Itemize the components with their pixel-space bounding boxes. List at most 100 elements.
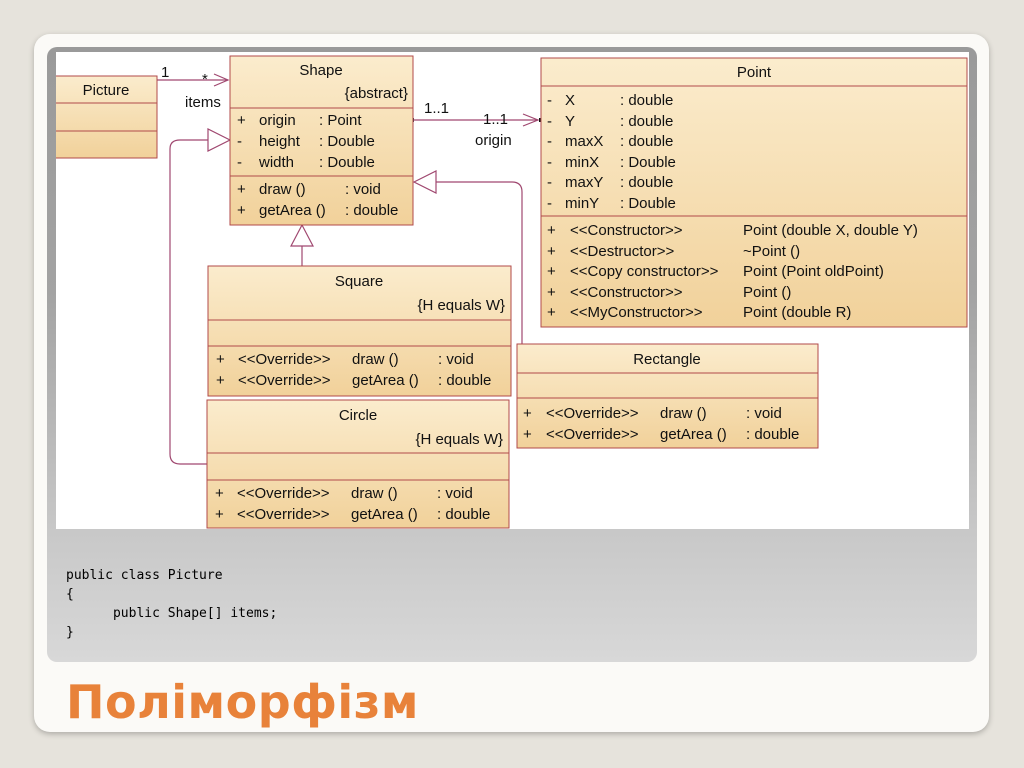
op-vis: + [237,202,246,219]
op-type: : void [437,485,473,502]
op-name: draw () [351,485,398,502]
op-type: : double [437,506,490,523]
class-shape-stereotype: {abstract} [345,85,408,102]
class-picture[interactable] [56,75,158,159]
class-square-constraint: {H equals W} [417,297,505,314]
attr-vis: - [547,174,552,191]
op-stereotype: <<Constructor>> [570,284,683,301]
op-type: : double [746,426,799,443]
assoc-items-source-mult: 1 [161,64,169,81]
op-name: draw () [259,181,306,198]
assoc-origin-role: origin [475,132,512,149]
attr-vis: + [237,112,246,129]
class-rectangle-operations: + <<Override>> draw () : void + <<Overri… [523,405,799,443]
attr-vis: - [547,133,552,150]
op-name: getArea () [660,426,727,443]
op-vis: + [547,304,556,321]
assoc-origin-source-mult: 1..1 [424,100,449,117]
connectors [157,73,540,465]
code-line: public class Picture [66,568,223,583]
op-vis: + [523,405,532,422]
attr-type: : double [620,92,673,109]
op-vis: + [237,181,246,198]
attr-name: height [259,133,301,150]
class-square[interactable] [207,265,512,397]
op-vis: + [215,506,224,523]
assoc-origin-target-mult: 1..1 [483,111,508,128]
op-vis: + [547,222,556,239]
class-circle[interactable] [206,399,510,529]
class-circle-name: Circle [339,407,377,424]
op-vis: + [547,243,556,260]
op-type: : void [345,181,381,198]
assoc-items-role: items [185,94,221,111]
op-vis: + [547,263,556,280]
op-vis: + [215,485,224,502]
attr-type: : double [620,113,673,130]
op-signature: Point (Point oldPoint) [743,263,884,280]
class-shape[interactable] [229,55,414,226]
op-name: getArea () [352,372,419,389]
op-stereotype: <<Copy constructor>> [570,263,719,280]
code-line: { [66,587,74,602]
attr-vis: - [547,154,552,171]
attr-name: Y [565,113,575,130]
op-signature: Point () [743,284,791,301]
op-signature: ~Point () [743,243,800,260]
attr-name: maxX [565,133,603,150]
op-type: : void [746,405,782,422]
op-type: : void [438,351,474,368]
class-circle-constraint: {H equals W} [415,431,503,448]
attr-type: : Double [620,195,676,212]
op-stereotype: <<Constructor>> [570,222,683,239]
assoc-items-arrowhead [213,73,230,87]
attr-type: : double [620,133,673,150]
attr-name: maxY [565,174,603,191]
gen-rectangle-triangle [412,170,437,194]
attr-name: origin [259,112,296,129]
code-line: public Shape[] items; [66,606,278,621]
class-rectangle-name: Rectangle [633,351,701,368]
assoc-origin-arrowhead [522,113,540,127]
slide-title: Поліморфізм [66,675,419,729]
code-line: } [66,625,74,640]
attr-type: : Double [319,133,375,150]
class-shape-name: Shape [299,62,342,79]
assoc-items-target-mult: * [202,71,208,88]
op-stereotype: <<Override>> [546,405,639,422]
attr-type: : Point [319,112,362,129]
op-stereotype: <<Override>> [237,506,330,523]
op-vis: + [523,426,532,443]
class-square-operations: + <<Override>> draw () : void + <<Overri… [216,351,491,389]
op-name: getArea () [351,506,418,523]
attr-vis: - [547,113,552,130]
uml-class-diagram: 1 * items 1..1 1..1 origin Picture Shape… [56,52,969,529]
attr-name: X [565,92,575,109]
gen-rectangle-line [436,181,523,344]
attr-vis: - [237,133,242,150]
class-point-name: Point [737,64,772,81]
attr-type: : double [620,174,673,191]
attr-name: width [258,154,294,171]
class-rectangle[interactable] [516,343,819,449]
op-name: draw () [352,351,399,368]
attr-type: : Double [319,154,375,171]
attr-vis: - [237,154,242,171]
gen-square-triangle [290,223,314,247]
op-type: : double [345,202,398,219]
op-stereotype: <<Override>> [237,485,330,502]
op-stereotype: <<Override>> [238,372,331,389]
op-type: : double [438,372,491,389]
attr-type: : Double [620,154,676,171]
op-stereotype: <<Override>> [238,351,331,368]
op-stereotype: <<MyConstructor>> [570,304,703,321]
class-point[interactable] [540,57,968,328]
attr-vis: - [547,92,552,109]
op-vis: + [216,351,225,368]
op-signature: Point (double R) [743,304,851,321]
op-stereotype: <<Override>> [546,426,639,443]
class-shape-operations: + draw () : void + getArea () : double [237,181,398,219]
op-stereotype: <<Destructor>> [570,243,674,260]
class-circle-operations: + <<Override>> draw () : void + <<Overri… [215,485,490,523]
class-shape-attributes: + origin : Point - height : Double - wid… [237,112,375,171]
